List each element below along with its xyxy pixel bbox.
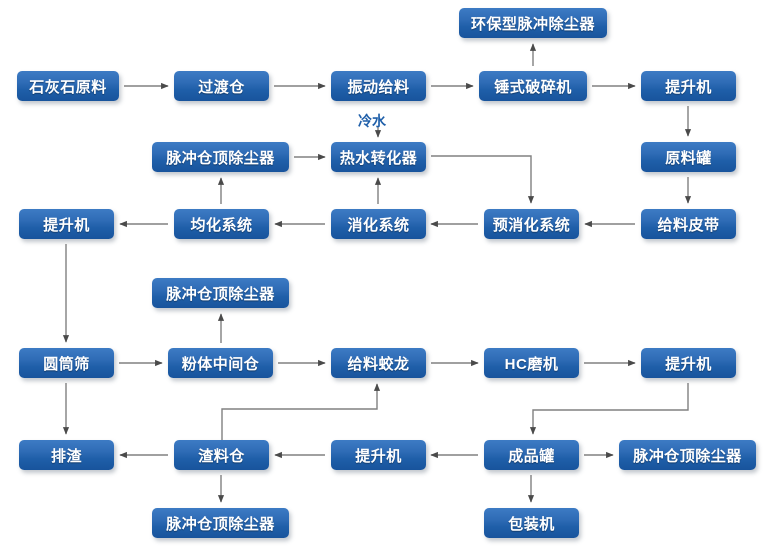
process-node-n26[interactable]: 脉冲仓顶除尘器 bbox=[152, 508, 289, 538]
process-node-n9[interactable]: 原料罐 bbox=[641, 142, 736, 172]
connector-n22-to-n18 bbox=[221, 383, 381, 440]
process-node-n22[interactable]: 渣料仓 bbox=[174, 440, 269, 470]
process-node-n10[interactable]: 提升机 bbox=[19, 209, 114, 239]
process-node-n4[interactable]: 锤式破碎机 bbox=[479, 71, 587, 101]
process-node-n1[interactable]: 石灰石原料 bbox=[17, 71, 119, 101]
process-node-n2[interactable]: 过渡仓 bbox=[174, 71, 269, 101]
process-node-n24[interactable]: 成品罐 bbox=[484, 440, 579, 470]
process-node-n7[interactable]: 脉冲仓顶除尘器 bbox=[152, 142, 289, 172]
process-node-n11[interactable]: 均化系统 bbox=[174, 209, 269, 239]
process-node-n25[interactable]: 脉冲仓顶除尘器 bbox=[619, 440, 756, 470]
process-node-n23[interactable]: 提升机 bbox=[331, 440, 426, 470]
process-node-n27[interactable]: 包装机 bbox=[484, 508, 579, 538]
process-node-n19[interactable]: HC磨机 bbox=[484, 348, 579, 378]
process-node-n12[interactable]: 消化系统 bbox=[331, 209, 426, 239]
process-node-n18[interactable]: 给料蛟龙 bbox=[331, 348, 426, 378]
process-node-n17[interactable]: 粉体中间仓 bbox=[168, 348, 273, 378]
process-node-n6[interactable]: 环保型脉冲除尘器 bbox=[459, 8, 607, 38]
process-node-n3[interactable]: 振动给料 bbox=[331, 71, 426, 101]
process-node-n14[interactable]: 给料皮带 bbox=[641, 209, 736, 239]
process-node-n20[interactable]: 提升机 bbox=[641, 348, 736, 378]
process-node-n8[interactable]: 热水转化器 bbox=[331, 142, 426, 172]
annotation-label-L1: 冷水 bbox=[358, 113, 386, 129]
process-node-n15[interactable]: 脉冲仓顶除尘器 bbox=[152, 278, 289, 308]
process-node-n13[interactable]: 预消化系统 bbox=[484, 209, 579, 239]
connector-n8-to-n13 bbox=[431, 155, 535, 204]
connector-n20-to-n24 bbox=[529, 383, 689, 435]
process-node-n5[interactable]: 提升机 bbox=[641, 71, 736, 101]
process-node-n16[interactable]: 圆筒筛 bbox=[19, 348, 114, 378]
process-node-n21[interactable]: 排渣 bbox=[19, 440, 114, 470]
